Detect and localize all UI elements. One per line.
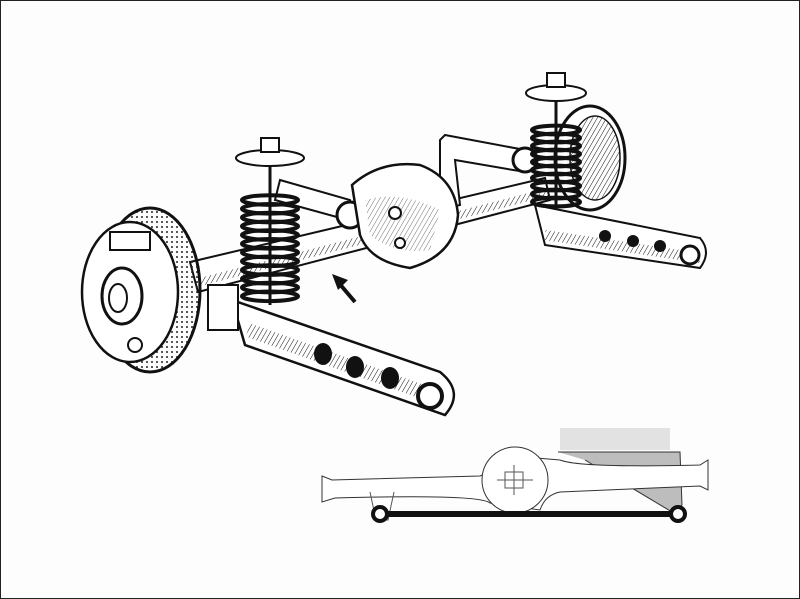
axle-schematic <box>321 428 709 523</box>
left-brake-drum <box>80 206 202 374</box>
differential-housing <box>350 163 460 270</box>
spring-coil <box>240 289 300 304</box>
arrow-up-left-icon <box>332 274 357 304</box>
right-coil-spring <box>525 72 587 210</box>
spring-coil <box>530 195 582 209</box>
left-coil-spring <box>235 137 305 305</box>
damper-top-mount <box>260 137 280 153</box>
damper-top-mount <box>546 72 566 88</box>
right-trailing-arm <box>533 203 707 270</box>
left-trailing-arm <box>207 284 455 417</box>
